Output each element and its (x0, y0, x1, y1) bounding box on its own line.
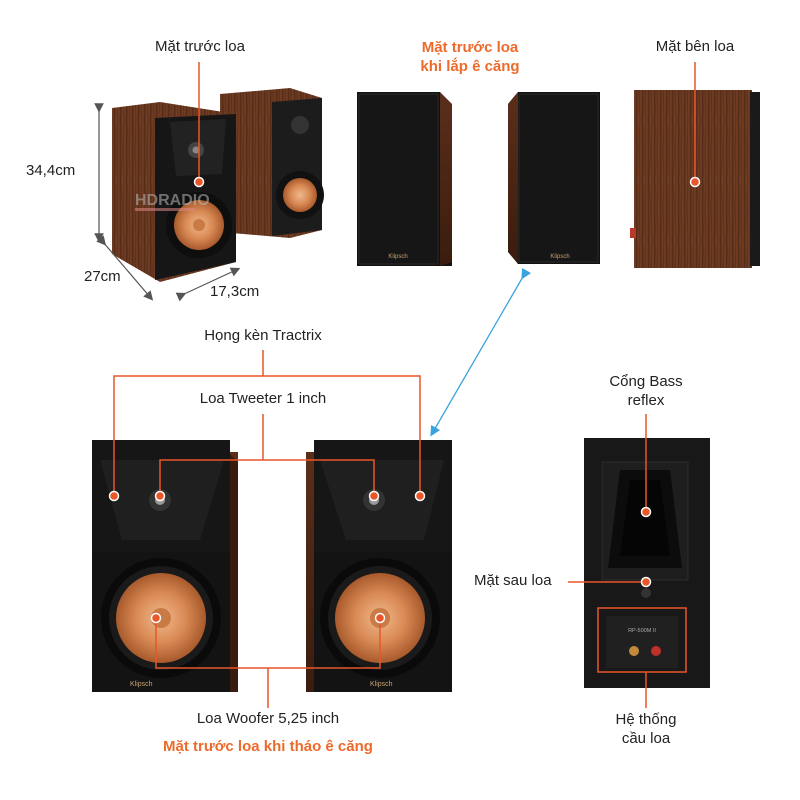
height-dimension-label: 34,4cm (26, 162, 76, 179)
depth-dimension-label: 27cm (84, 268, 121, 285)
tweeter-leaders (159, 414, 375, 496)
terminal-label: Hệ thống cầu loa (596, 710, 696, 748)
grille-speaker-right: Klipsch (508, 92, 600, 264)
svg-text:RP-500M II: RP-500M II (628, 628, 656, 634)
svg-text:Klipsch: Klipsch (370, 681, 393, 688)
width-dimension-label: 17,3cm (210, 283, 260, 300)
woofer-label: Loa Woofer 5,25 inch (196, 710, 340, 727)
bare-speaker-right: Klipsch (306, 440, 452, 692)
bass-port-label: Cổng Bass reflex (590, 372, 702, 410)
terminal-label-line1: Hệ thống (615, 711, 677, 728)
front-grille-label: Mặt trước loa khi lắp ê căng (400, 38, 540, 76)
bass-port-label-line1: Cổng Bass (609, 373, 683, 390)
front-face-label: Mặt trước loa (155, 38, 245, 55)
tweeter-label: Loa Tweeter 1 inch (199, 390, 327, 407)
svg-text:Klipsch: Klipsch (550, 254, 569, 260)
svg-text:Klipsch: Klipsch (130, 681, 153, 688)
rear-face-label: Mặt sau loa (474, 572, 552, 589)
grille-speaker-left: Klipsch (357, 92, 452, 266)
side-face-label: Mặt bên loa (655, 38, 735, 55)
front-grille-label-line1: Mặt trước loa (421, 39, 519, 56)
speaker-pair-perspective (112, 88, 324, 282)
svg-text:Klipsch: Klipsch (388, 254, 407, 260)
rear-panel: RP-500M II (584, 438, 710, 688)
horn-label: Họng kèn Tractrix (204, 327, 322, 344)
front-grille-label-line2: khi lắp ê căng (420, 58, 520, 75)
front-no-grille-label: Mặt trước loa khi tháo ê căng (163, 738, 373, 755)
svg-text:HDRADIO: HDRADIO (135, 192, 210, 209)
width-dimension-line (175, 267, 241, 302)
bass-port-label-line2: reflex (627, 392, 665, 409)
hdradio-watermark-logo: HDRADIO (135, 192, 210, 211)
horn-leaders (113, 350, 421, 496)
terminal-label-line2: cầu loa (621, 730, 671, 747)
depth-dimension-line (96, 235, 154, 301)
woofer-leaders (155, 618, 381, 708)
grille-link-arrow (430, 267, 532, 437)
